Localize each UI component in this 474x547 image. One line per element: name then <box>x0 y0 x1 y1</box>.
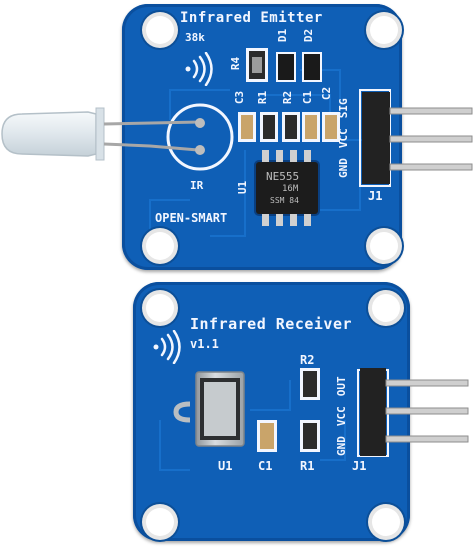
pin-gnd: GND <box>337 158 350 178</box>
ref-d1: D1 <box>276 28 290 43</box>
emitter-title: Infrared Emitter <box>180 10 323 26</box>
receiver-ref-j1: J1 <box>352 459 367 473</box>
ref-c2: C2 <box>320 86 334 101</box>
emitter-hole-br <box>370 232 398 260</box>
chip-marking-1: NE555 <box>266 170 300 183</box>
wireless-signal-icon <box>185 52 213 86</box>
resistor-r2 <box>282 112 300 142</box>
receiver-ref-r1: R1 <box>300 459 315 473</box>
receiver-ref-c1: C1 <box>258 459 273 473</box>
receiver-resistor-r1 <box>300 420 320 452</box>
receiver-pin-vcc: VCC <box>335 406 348 427</box>
receiver-capacitor-c1 <box>257 420 277 452</box>
ref-d2: D2 <box>302 28 316 43</box>
receiver-pin-out: OUT <box>335 376 348 397</box>
receiver-hole-tl <box>146 294 174 322</box>
ir-receiver-module <box>173 371 245 447</box>
ir-led <box>1 107 205 161</box>
version-label: v1.1 <box>190 337 219 351</box>
ref-j1: J1 <box>368 189 383 203</box>
diode-d1 <box>276 52 296 82</box>
emitter-pin-labels: GND VCC SIG <box>337 98 350 178</box>
brand-label: OPEN-SMART <box>155 211 228 225</box>
receiver-pin-labels: GND VCC OUT <box>335 376 348 456</box>
ref-r4: R4 <box>229 56 243 71</box>
diode-d2 <box>302 52 322 82</box>
receiver-hole-bl <box>146 508 174 536</box>
chip-pins <box>262 150 311 226</box>
receiver-wireless-icon <box>153 330 181 364</box>
chip-marking-3: SSM 84 <box>270 196 299 205</box>
receiver-hole-tr <box>372 294 400 322</box>
chip-marking-2: 16M <box>282 184 299 194</box>
emitter-hole-tr <box>370 16 398 44</box>
receiver-ref-u1: U1 <box>218 459 233 473</box>
pin-sig: SIG <box>337 98 350 119</box>
ir-led-outline <box>166 103 234 171</box>
capacitor-c3 <box>238 112 256 142</box>
ref-r1: R1 <box>256 90 270 105</box>
receiver-title: Infrared Receiver <box>190 315 353 333</box>
receiver-pin-gnd: GND <box>335 436 348 456</box>
capacitor-c2 <box>322 112 340 142</box>
receiver-hole-br <box>372 508 400 536</box>
ref-ir: IR <box>190 179 204 192</box>
capacitor-c1 <box>302 112 320 142</box>
resistor-r1 <box>260 112 278 142</box>
ref-r2: R2 <box>281 90 295 105</box>
resistor-r4 <box>246 48 268 82</box>
pin-vcc: VCC <box>337 128 350 149</box>
frequency-label: 38k <box>185 31 205 44</box>
receiver-resistor-r2 <box>300 368 320 400</box>
receiver-ref-r2: R2 <box>300 353 315 367</box>
ref-c3: C3 <box>233 90 247 105</box>
ref-u1: U1 <box>236 180 250 195</box>
emitter-hole-bl <box>146 232 174 260</box>
ref-c1: C1 <box>301 90 315 105</box>
ne555-chip: NE555 16M SSM 84 <box>256 162 318 214</box>
emitter-hole-tl <box>146 16 174 44</box>
emitter-pin-header <box>362 92 473 184</box>
receiver-pin-header <box>360 368 469 456</box>
